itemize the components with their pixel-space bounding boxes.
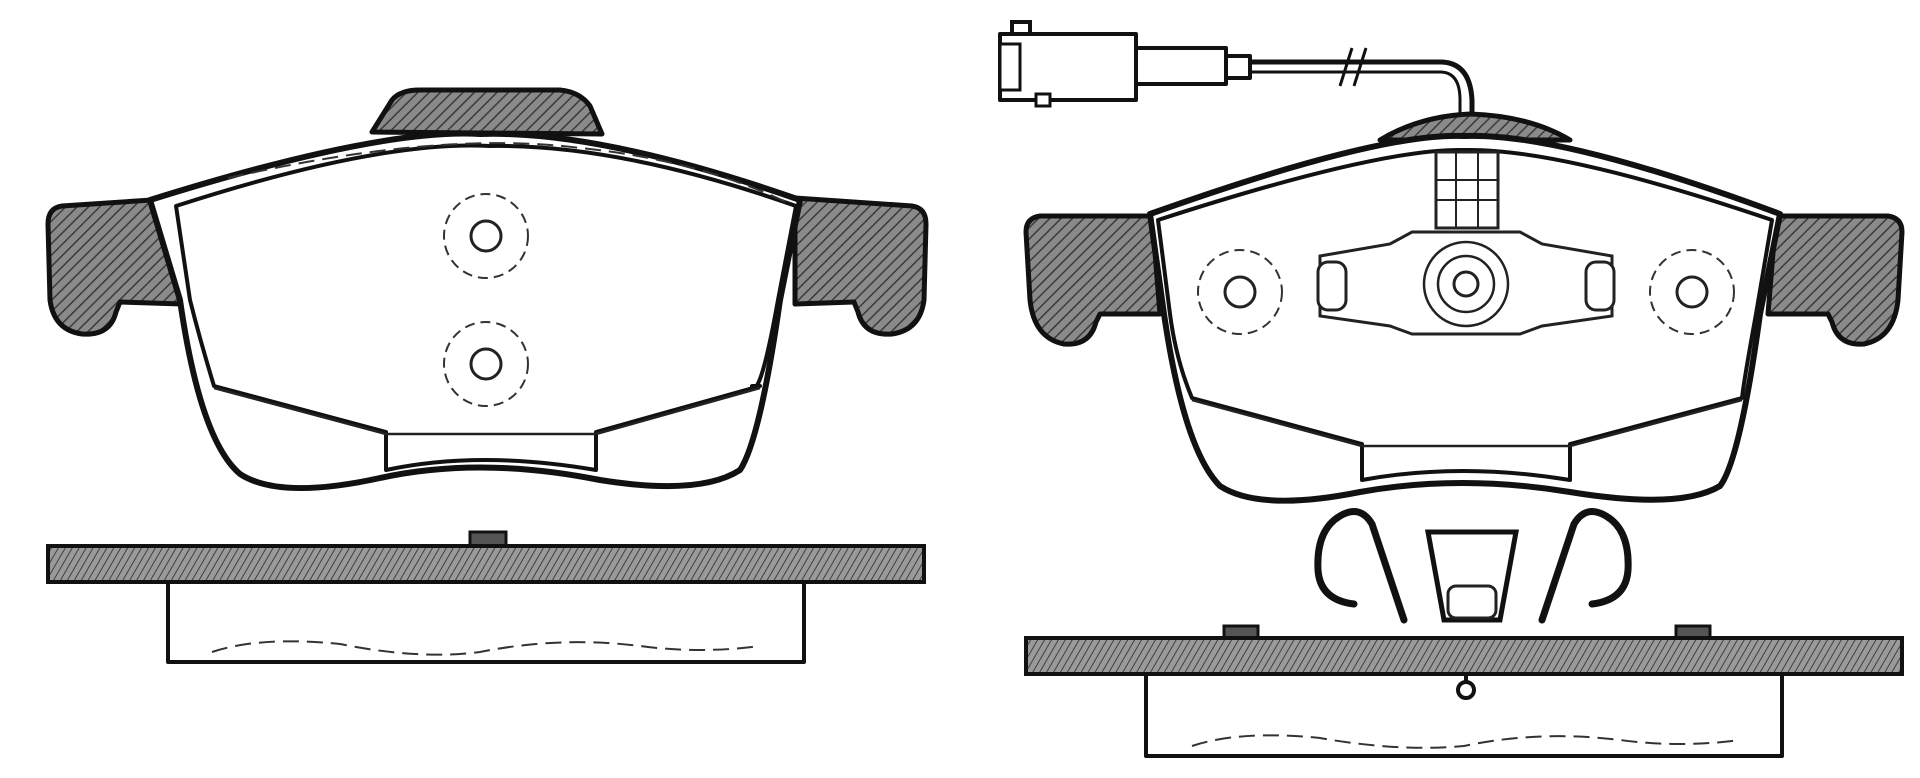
wear-sensor-connector <box>998 20 1252 108</box>
wear-contour-dashed <box>227 142 791 205</box>
anti-rattle-spring-clip <box>1314 508 1632 624</box>
side-view-backing-plate <box>1024 636 1904 676</box>
pad-with-wear-sensor-side-view <box>1024 624 1904 758</box>
mounting-hole-right <box>1649 249 1735 335</box>
mounting-hole-upper <box>443 193 529 279</box>
mounting-hole-left <box>1197 249 1283 335</box>
wear-sensor-housing <box>1434 150 1500 230</box>
friction-material <box>174 143 798 472</box>
sensor-center-hole <box>1422 240 1510 328</box>
pad-side-view <box>46 530 926 664</box>
backing-plate-top-tab <box>369 87 605 137</box>
chamfer-line-right <box>1569 398 1743 448</box>
spring-clip-right-arm <box>1538 508 1632 624</box>
spring-clip-center-slot <box>1446 584 1498 620</box>
backing-plate-left-ear <box>1023 213 1163 347</box>
mounting-hole-lower <box>443 321 529 407</box>
chamfer-line-left <box>213 386 387 436</box>
backing-plate-right-ear <box>792 195 929 337</box>
wear-sensor-wire <box>1250 59 1475 140</box>
wire-break-mark <box>1338 47 1368 87</box>
spring-clip-left-arm <box>1314 508 1408 624</box>
wear-sensor-wire <box>1250 70 1462 140</box>
side-view-pin <box>468 530 508 548</box>
side-view-sensor-tip <box>1456 674 1476 700</box>
side-view-friction-block <box>166 580 806 664</box>
backing-plate-right-ear <box>1765 213 1905 347</box>
pad-with-wear-sensor-front-view <box>998 20 1905 504</box>
side-view-backing-plate <box>46 544 926 584</box>
plate-slot-left <box>1316 260 1348 312</box>
pad-front-view <box>45 87 929 492</box>
backing-plate-top-tab <box>1377 111 1573 143</box>
chamfer-line-left <box>1191 398 1363 448</box>
side-view-dashed-profile <box>211 640 761 656</box>
plate-slot-right <box>1584 260 1616 312</box>
backing-plate-left-ear <box>45 195 185 337</box>
chamfer-line-right <box>595 386 761 436</box>
side-view-dashed-profile <box>1191 734 1741 749</box>
